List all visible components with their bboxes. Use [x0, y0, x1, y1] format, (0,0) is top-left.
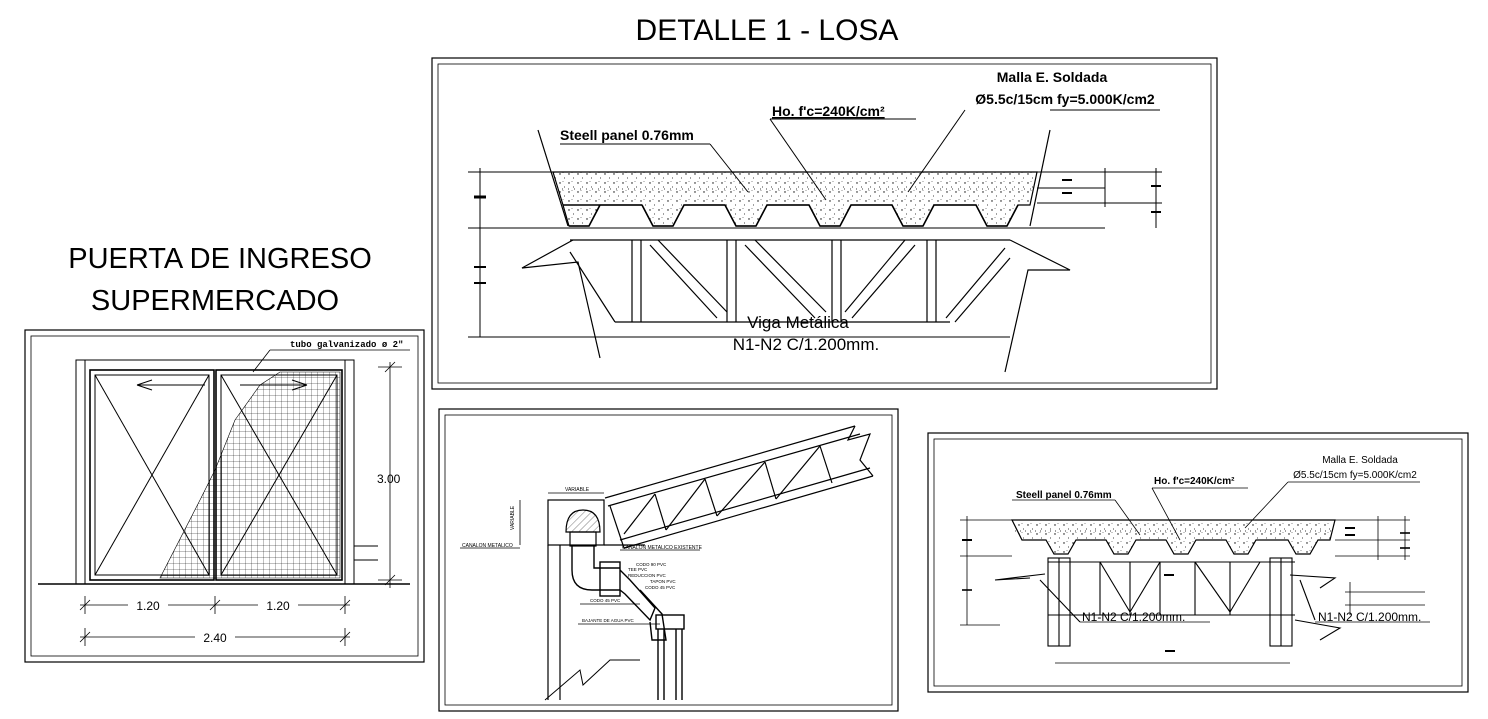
gutter-label-left: CANALON METALICO	[462, 543, 513, 549]
width-total-mask	[195, 630, 235, 644]
detail-title: DETALLE 1 - LOSA	[636, 14, 899, 47]
slab-detail-outer-frame	[431, 57, 1218, 390]
mesh-label-line1: Malla E. Soldada	[997, 69, 1108, 85]
door-left-brace-b	[94, 374, 210, 576]
gutter-note-f: CODO 45 PVC	[590, 598, 621, 603]
drain-dome	[565, 509, 601, 533]
gutter-variable-side: VARIABLE	[510, 505, 516, 530]
beam-label-line2: N1-N2 C/1.200mm.	[733, 335, 879, 354]
sloped-truss	[604, 425, 874, 549]
door-height-label: 3.00	[377, 472, 401, 486]
slab-detail-panel: Malla E. Soldada Ø5.5c/15cm fy=5.000K/cm…	[431, 57, 1218, 390]
door-left-leaf	[89, 369, 215, 581]
gutter-note-c: REDUCCION PVC	[628, 573, 667, 578]
door-outer-frame	[24, 329, 425, 663]
door-width-left: 1.20	[136, 599, 160, 613]
door-width-total: 2.40	[203, 631, 227, 645]
panel-label: Steell panel 0.76mm	[560, 127, 694, 143]
width-right-mask	[258, 598, 298, 612]
door-title-line1: PUERTA DE INGRESO	[68, 243, 372, 275]
gutter-downpipe-label: BAJANTE DE AGUA PVC	[582, 618, 635, 623]
gutter-box	[547, 499, 645, 700]
width-left-mask	[128, 598, 168, 612]
door-right-brace-b	[220, 374, 338, 576]
gutter-label-right: CANALON METALICO EXISTENTE	[622, 545, 703, 551]
slab-dimension-left	[468, 168, 1105, 338]
small-concrete-label: Ho. f'c=240K/cm²	[1154, 476, 1235, 487]
small-mesh-label-line2: Ø5.5c/15cm fy=5.000K/cm2	[1293, 470, 1417, 481]
steel-deck-profile	[563, 204, 1019, 227]
gutter-note-d: TAPON PVC	[650, 579, 676, 584]
mesh-label-line2: Ø5.5c/15cm fy=5.000K/cm2	[975, 91, 1155, 107]
door-height-dimension	[378, 361, 402, 588]
gutter-dimensions	[460, 492, 700, 625]
door-elevation-panel: tubo galvanizado ø 2" 3.00 1.20 1.20	[24, 329, 425, 663]
small-beam-left-label: N1-N2 C/1.200mm.	[1082, 610, 1185, 624]
gutter-note-b: TEE PVC	[628, 567, 648, 572]
concrete-label: Ho. f'c=240K/cm²	[772, 103, 885, 119]
door-left-post	[75, 359, 86, 585]
pvc-fittings	[571, 546, 685, 700]
door-left-leaf-inner	[94, 374, 210, 576]
door-width-right: 1.20	[266, 599, 290, 613]
small-mesh-label-line1: Malla E. Soldada	[1322, 455, 1398, 466]
slab-small-outer-frame	[927, 432, 1469, 693]
gutter-variable-top: VARIABLE	[565, 487, 590, 493]
gutter-note-e: CODO 45 PVC	[645, 585, 676, 590]
door-right-leaf	[215, 369, 343, 581]
door-side-stub	[354, 545, 378, 561]
door-inner-frame	[30, 335, 419, 657]
slab-detail-small-panel: Malla E. Soldada Ø5.5c/15cm fy=5.000K/cm…	[927, 432, 1469, 693]
small-slab-dimensions	[960, 516, 1410, 664]
door-opening-arrows	[136, 379, 308, 391]
small-panel-label: Steell panel 0.76mm	[1016, 490, 1112, 501]
small-beam-right-label: N1-N2 C/1.200mm.	[1318, 610, 1421, 624]
beam-label-line1: Viga Metálica	[747, 313, 849, 332]
slab-dimension-right	[1037, 168, 1162, 228]
small-truss-beam	[994, 557, 1342, 647]
door-title-line2: SUPERMERCADO	[91, 285, 339, 317]
small-right-stub	[1345, 582, 1425, 615]
steel-truss-beam	[521, 129, 1071, 373]
concrete-slab	[552, 171, 1038, 227]
small-slab-leaders	[1012, 481, 1430, 623]
door-mesh-infill	[159, 371, 341, 579]
gutter-detail-panel: VARIABLE VARIABLE CANALON METALICO CANAL…	[438, 408, 899, 712]
gutter-break-line	[544, 659, 640, 701]
door-right-post	[344, 359, 355, 585]
drain-outlet	[569, 531, 597, 547]
small-concrete-slab	[1011, 519, 1336, 555]
slab-small-inner-frame	[933, 438, 1463, 687]
slab-detail-inner-frame	[437, 63, 1212, 384]
pipe-label-leader	[252, 349, 271, 373]
slab-leaders	[560, 109, 1160, 201]
gutter-outer-frame	[438, 408, 899, 712]
gutter-note-a: CODO 90 PVC	[636, 562, 667, 567]
gutter-inner-frame	[444, 414, 893, 706]
door-right-leaf-inner	[220, 374, 338, 576]
pipe-label: tubo galvanizado ø 2"	[290, 340, 403, 350]
